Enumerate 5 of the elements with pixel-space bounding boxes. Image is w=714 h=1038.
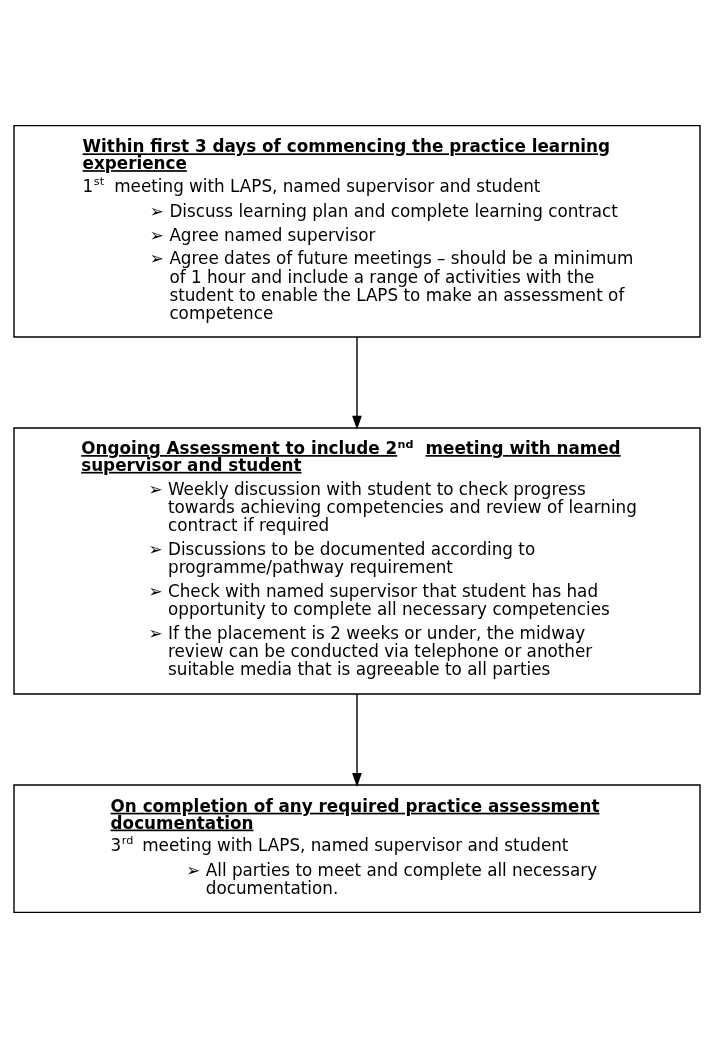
node-box: On completion of any required practice assessment documentation 3$^{rd}$ meeting with LAPS, named supervisor and student ➢ All parties to meet and complete all necessary documentation.	[13, 784, 701, 914]
arrow	[352, 336, 362, 430]
arrow	[352, 693, 362, 787]
node-box: Ongoing Assessment to include 2$^{nd}$ meeting with named supervisor and student ➢ Weekly discussion with student to check progress towards achieving competencies and review of learning contract if required ➢ Discussions to be documented according to programme/pathway requirement ➢ Check with named supervisor that student has had opportunity to complete all necessary competencies ➢ If the placement is 2 weeks or under, the midway review can be conducted via telephone or another suitable media that is agreeable to all parties	[13, 427, 701, 695]
node-box: Within first 3 days of commencing the practice learning experience 1$^{st}$ meeting with LAPS, named supervisor and student ➢ Discuss learning plan and complete learning contract ➢ Agree named supervisor ➢ Agree dates of future meetings – should be a minimum of 1 hour and include a range of activities with the student to enable the LAPS to make an assessment of competence	[13, 124, 701, 338]
